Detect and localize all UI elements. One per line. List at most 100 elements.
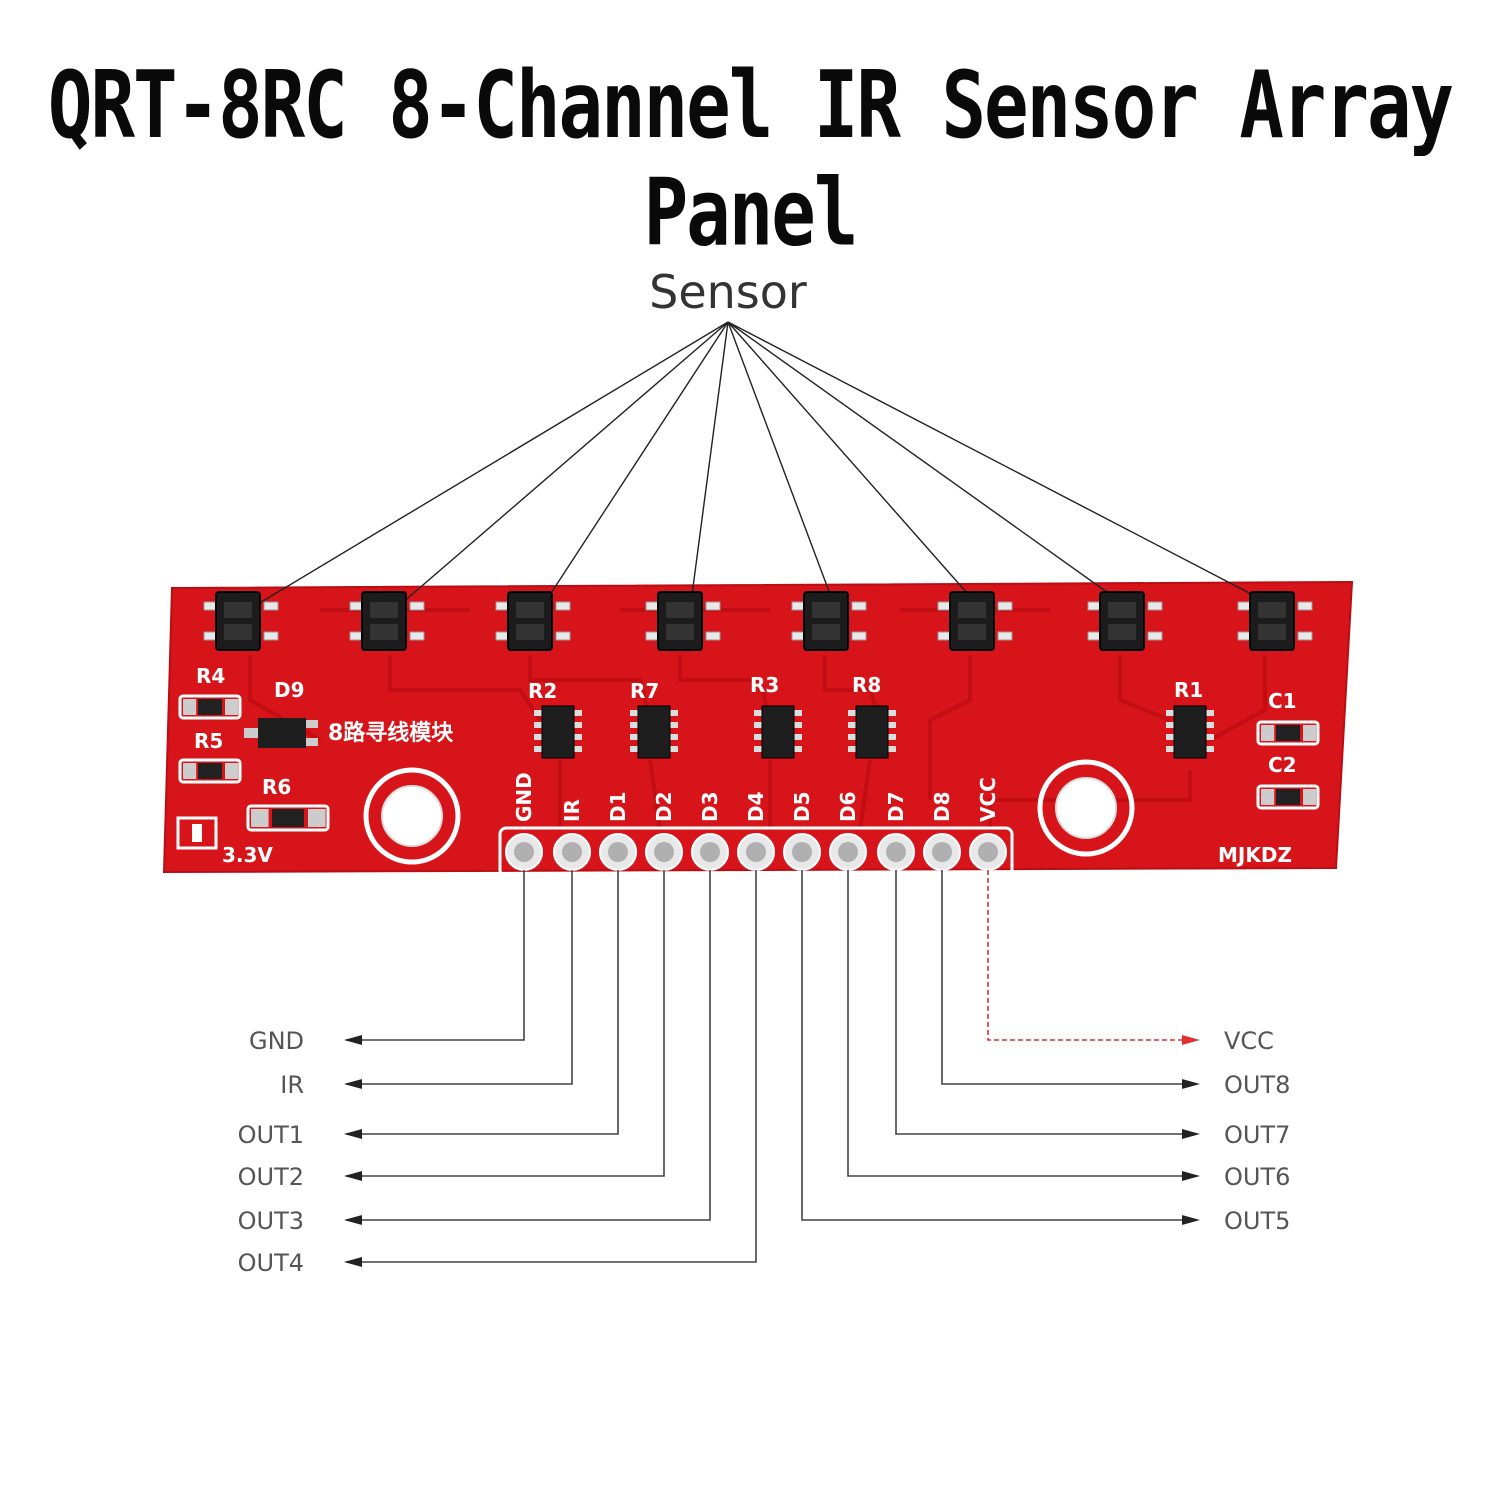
chip-pin (670, 710, 678, 716)
header-pin-icon (829, 833, 867, 871)
smd-outline (178, 758, 242, 784)
chip-pin (848, 746, 856, 752)
arrow-icon (1182, 1215, 1200, 1225)
component-label-r1: R1 (1174, 678, 1203, 702)
chip-pin (1166, 722, 1174, 728)
sensor-pad (263, 631, 279, 641)
sensor-pad (555, 601, 571, 611)
smd-pad (1303, 789, 1317, 805)
sensor-icon (495, 591, 571, 651)
sensor-pointer-line (247, 321, 729, 611)
r8-chip (848, 705, 896, 759)
sensor-receiver (958, 624, 986, 640)
header-pin-icon (737, 833, 775, 871)
r5-resistor (178, 758, 242, 784)
sensor-body (507, 591, 553, 651)
sensor-pointer-line (727, 321, 1283, 611)
jumper-pad (192, 824, 202, 842)
mounting-hole-icon (1037, 759, 1135, 857)
arrow-icon (344, 1171, 362, 1181)
sensor-receiver (370, 624, 398, 640)
smd-outline (1256, 720, 1320, 746)
d9-body (258, 718, 306, 748)
output-wire (801, 870, 1196, 1221)
chip-pin (670, 746, 678, 752)
pin-label-d4: D4 (744, 791, 768, 822)
sensor-emitter (666, 602, 694, 618)
output-label-left: OUT2 (238, 1163, 304, 1191)
sensor-pointer-line (393, 321, 729, 611)
chip-pin (848, 710, 856, 716)
sensor-pointer-line (689, 321, 729, 611)
chip-pin (630, 734, 638, 740)
pin-label-d8: D8 (930, 791, 954, 822)
chip-pin (534, 734, 542, 740)
smd-pad (1261, 725, 1275, 741)
jumper-outline (176, 816, 218, 850)
smd-body (198, 763, 222, 779)
hole-center (1055, 777, 1117, 839)
chip-pin (630, 710, 638, 716)
d9-pin (306, 738, 318, 746)
sensor-pad (1147, 601, 1163, 611)
smd-pad (183, 763, 197, 779)
output-label-left: OUT3 (238, 1207, 304, 1235)
sensor-pad (851, 631, 867, 641)
header-pin-icon (645, 833, 683, 871)
arrow-icon (344, 1035, 362, 1045)
pin-hole (608, 842, 628, 862)
output-label-left: OUT1 (238, 1121, 304, 1149)
output-wire (346, 870, 665, 1177)
sensor-emitter (812, 602, 840, 618)
sensor-label: Sensor (649, 265, 807, 319)
smd-pad (225, 763, 239, 779)
sensor-emitter (1108, 602, 1136, 618)
sensor-pad (409, 631, 425, 641)
pin-hole (978, 842, 998, 862)
component-label-d9: D9 (274, 678, 305, 702)
smd-body (1276, 725, 1300, 741)
pin-hole (654, 842, 674, 862)
pin-label-ir: IR (560, 799, 584, 822)
c1-capacitor (1256, 720, 1320, 746)
arrow-icon (344, 1079, 362, 1089)
sensor-pad (997, 601, 1013, 611)
sensor-pad (1297, 601, 1313, 611)
output-label-right: OUT8 (1224, 1071, 1290, 1099)
sensor-receiver (1108, 624, 1136, 640)
arrow-icon (1182, 1079, 1200, 1089)
sensor-emitter (516, 602, 544, 618)
header-pin-icon (969, 833, 1007, 871)
d9-pin (244, 728, 258, 738)
chip-pin (888, 734, 896, 740)
chip-pin (534, 746, 542, 752)
chip-body (637, 705, 671, 759)
chip-pin (794, 722, 802, 728)
brand-label: MJKDZ (1218, 843, 1292, 867)
chip-pin (754, 734, 762, 740)
component-label-r5: R5 (194, 729, 223, 753)
smd-outline (246, 804, 330, 832)
sensor-pointer-line (539, 321, 729, 611)
r6-resistor (246, 804, 330, 832)
smd-pad (183, 699, 197, 715)
sensor-pointer-line (727, 321, 1133, 611)
sensor-icon (1237, 591, 1313, 651)
component-label-c1: C1 (1268, 689, 1297, 713)
header-pin-icon (783, 833, 821, 871)
chip-pin (1206, 746, 1214, 752)
sensor-pad (409, 601, 425, 611)
chip-pin (670, 722, 678, 728)
chip-body (1173, 705, 1207, 759)
smd-body (1276, 789, 1300, 805)
sensor-pad (263, 601, 279, 611)
chip-pin (754, 710, 762, 716)
sensor-body (1099, 591, 1145, 651)
header-pin-icon (923, 833, 961, 871)
r2-chip (534, 705, 582, 759)
chip-pin (630, 746, 638, 752)
sensor-body (361, 591, 407, 651)
output-wire (346, 870, 711, 1221)
